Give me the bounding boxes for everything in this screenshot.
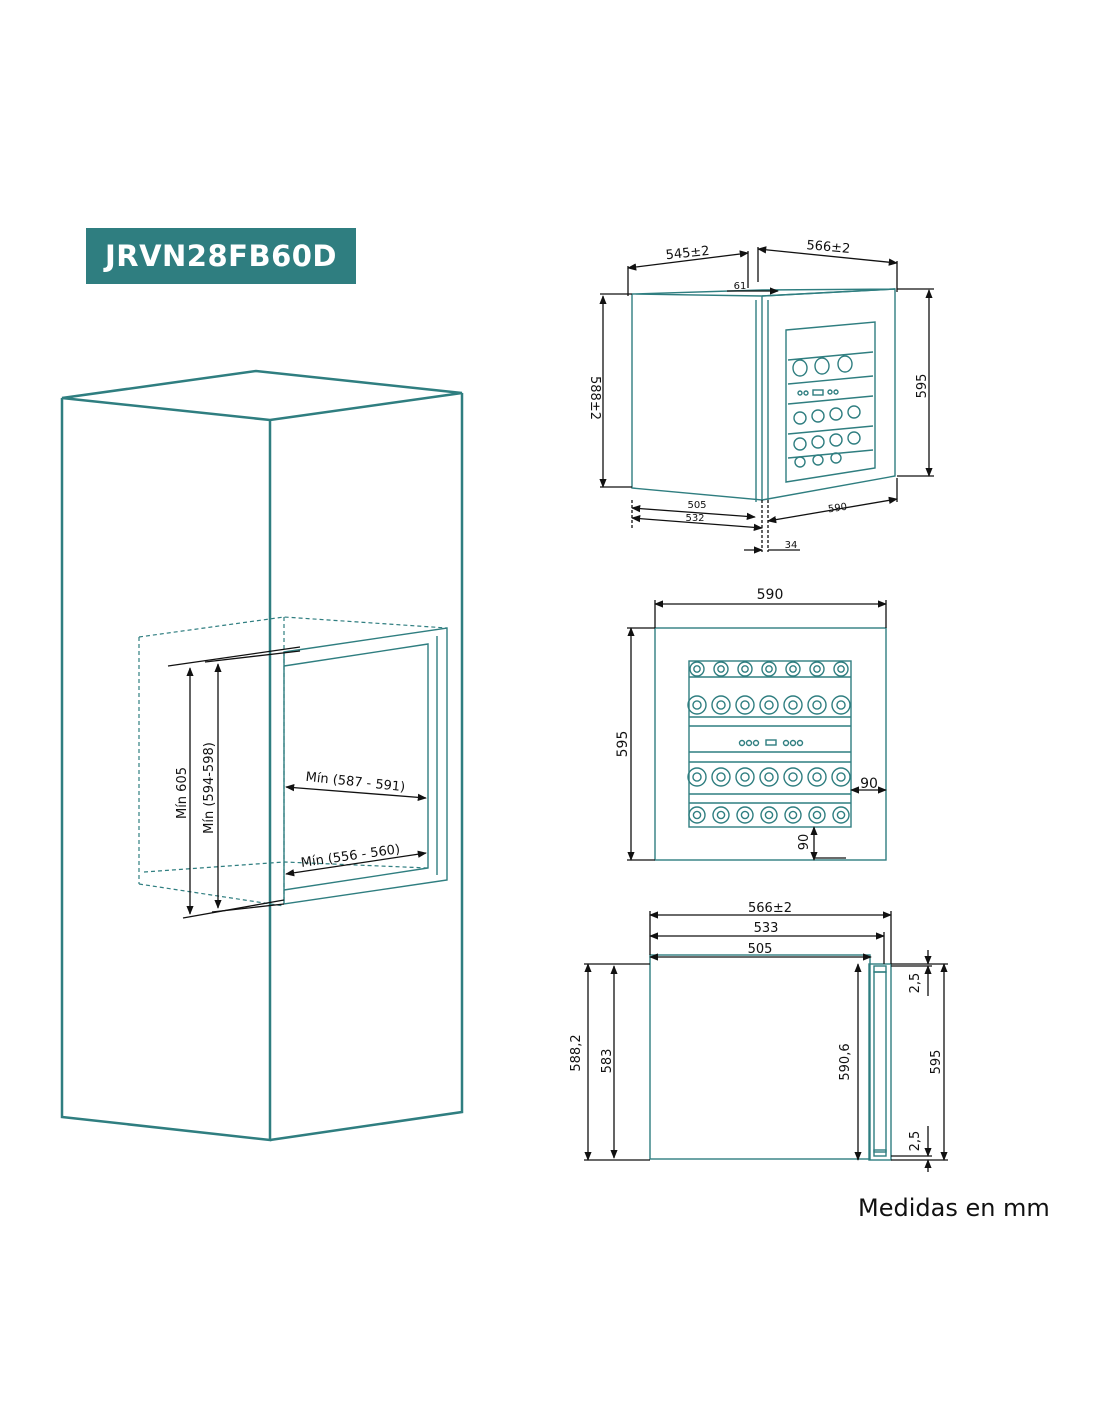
niche-min-depth-label: Mín (594-598) [202, 742, 217, 834]
bottle-neck-mark [836, 700, 846, 710]
iso-depth-right-label: 566±2 [806, 238, 851, 257]
front-side-gap-label: 90 [860, 776, 878, 792]
niche-min-height-label: Mín 605 [175, 767, 190, 819]
bottle-mark [785, 661, 801, 677]
bottle-mark [711, 767, 731, 787]
side-view: 566±2 533 505 588,2 583 590,6 595 2,5 2,… [569, 901, 948, 1172]
side-total-height-label: 595 [929, 1050, 944, 1075]
bottle-neck-mark [716, 772, 726, 782]
bottle-mark [737, 661, 753, 677]
iso-door-thickness-label: 34 [785, 540, 798, 551]
niche-opening-inner [283, 643, 429, 891]
bottle-mark [687, 767, 707, 787]
bottle-neck-mark [812, 810, 822, 820]
front-width-label: 590 [757, 587, 784, 603]
bottle-neck-mark [812, 772, 822, 782]
bottle-mark [689, 661, 705, 677]
iso-bottom-505-label: 505 [687, 500, 706, 511]
bottle-neck-mark [693, 665, 701, 673]
bottle-neck-mark [764, 772, 774, 782]
niche-min-width-top-label: Mín (587 - 591) [305, 770, 406, 795]
bottle-mark [832, 806, 850, 824]
niche-min-width-bottom-label: Mín (556 - 560) [300, 842, 401, 871]
front-outer-frame [654, 627, 887, 861]
bottle-mark [713, 661, 729, 677]
bottle-neck-mark [740, 810, 750, 820]
cabinet-drawing: Mín 605 Mín (594-598) Mín (587 - 591) Mí… [60, 369, 464, 1142]
iso-height-left-label: 588±2 [587, 376, 602, 420]
bottle-mark [808, 806, 826, 824]
iso-height-right-label: 595 [915, 374, 930, 399]
bottle-neck-mark [740, 772, 750, 782]
isometric-view: 545±2 566±2 61 588±2 595 505 532 590 34 [587, 238, 934, 554]
bottle-neck-mark [788, 772, 798, 782]
bottle-mark [736, 806, 754, 824]
bottle-neck-mark [788, 700, 798, 710]
bottle-mark [711, 695, 731, 715]
iso-depth-left-label: 545±2 [665, 244, 710, 264]
bottle-mark [831, 695, 851, 715]
bottle-mark [783, 695, 803, 715]
bottle-neck-mark [836, 810, 846, 820]
side-gap-top-label: 2,5 [908, 973, 923, 994]
cabinet-top [61, 369, 463, 422]
bottle-neck-mark [741, 665, 749, 673]
iso-top-face [631, 288, 896, 297]
bottle-mark [783, 767, 803, 787]
bottle-mark [807, 767, 827, 787]
side-depth-505-label: 505 [748, 942, 773, 957]
bottle-mark [712, 806, 730, 824]
units-note: Medidas en mm [858, 1194, 1050, 1222]
bottle-neck-mark [692, 772, 702, 782]
bottle-neck-mark [836, 772, 846, 782]
bottle-mark [735, 767, 755, 787]
bottle-mark [833, 661, 849, 677]
side-height-588-label: 588,2 [569, 1034, 584, 1071]
cabinet-left-face [60, 398, 272, 1142]
side-height-583-label: 583 [600, 1049, 615, 1074]
front-glass-window [688, 660, 852, 828]
bottle-neck-mark [812, 700, 822, 710]
model-title: JRVN28FB60D [86, 228, 356, 284]
bottle-mark [759, 767, 779, 787]
iso-bottom-width-label: 590 [827, 502, 847, 516]
side-door-height-label: 590,6 [838, 1043, 853, 1080]
bottle-neck-mark [789, 665, 797, 673]
bottle-mark [759, 695, 779, 715]
iso-glass-window [785, 321, 876, 483]
bottle-neck-mark [764, 700, 774, 710]
side-total-depth-label: 566±2 [748, 901, 792, 916]
bottle-mark [687, 695, 707, 715]
cabinet-right-face [269, 393, 464, 1142]
front-bottom-gap-label: 90 [797, 834, 812, 851]
bottle-mark [831, 767, 851, 787]
bottle-neck-mark [692, 810, 702, 820]
bottle-mark [807, 695, 827, 715]
bottle-mark [761, 661, 777, 677]
bottle-neck-mark [716, 810, 726, 820]
bottle-mark [784, 806, 802, 824]
front-height-label: 595 [615, 731, 631, 758]
bottle-neck-mark [740, 700, 750, 710]
bottle-mark [688, 806, 706, 824]
bottle-mark [735, 695, 755, 715]
bottle-neck-mark [788, 810, 798, 820]
bottle-neck-mark [764, 810, 774, 820]
side-gap-bottom-label: 2,5 [908, 1131, 923, 1152]
bottle-neck-mark [837, 665, 845, 673]
bottle-mark [760, 806, 778, 824]
side-body [649, 954, 871, 1160]
iso-door-offset-label: 61 [734, 281, 747, 292]
bottle-neck-mark [813, 665, 821, 673]
side-door [868, 963, 892, 1161]
bottle-neck-mark [765, 665, 773, 673]
front-view: 590 595 90 90 [615, 587, 887, 861]
bottle-mark [809, 661, 825, 677]
bottle-neck-mark [717, 665, 725, 673]
bottle-neck-mark [716, 700, 726, 710]
side-depth-533-label: 533 [754, 921, 779, 936]
bottle-neck-mark [692, 700, 702, 710]
iso-bottom-532-label: 532 [685, 513, 704, 524]
